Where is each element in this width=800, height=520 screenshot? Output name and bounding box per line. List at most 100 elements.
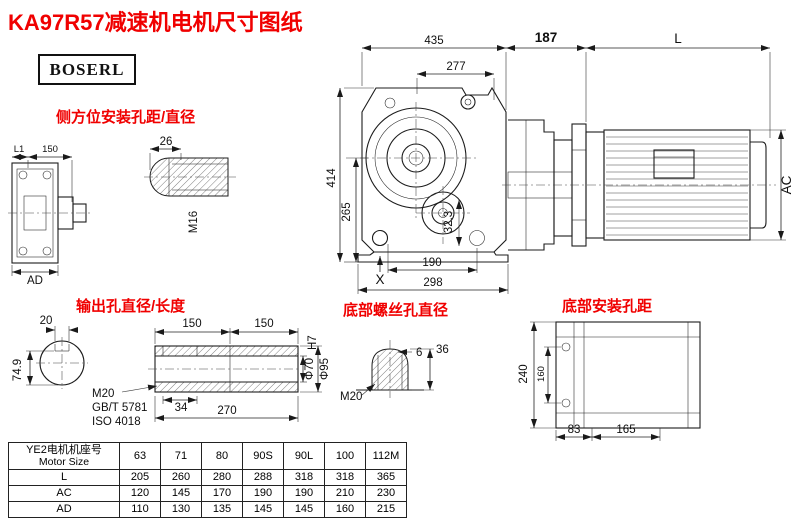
table-cell: 215 [365, 501, 407, 518]
dim-190: 190 [422, 257, 441, 269]
dim-6: 6 [416, 347, 422, 359]
dim-277: 277 [446, 61, 465, 73]
table-cell: 190 [283, 485, 325, 502]
dim-20: 20 [40, 315, 53, 327]
dim-414: 414 [326, 168, 338, 188]
dim-M16: M16 [188, 211, 200, 233]
standard-gbt: GB/T 5781 [92, 402, 147, 414]
table-cell: 318 [283, 469, 325, 486]
dim-265: 265 [341, 202, 353, 221]
dim-74-9: 74.9 [12, 359, 24, 381]
row-label: AC [8, 485, 120, 502]
dim-165: 165 [616, 424, 635, 436]
label-bottom-mount: 底部安装孔距 [562, 298, 653, 315]
table-cell: 120 [119, 485, 161, 502]
bottom-screw-detail: 6 36 M20 [340, 340, 449, 403]
flange-plate [11, 162, 59, 264]
brand-logo: BOSERL [38, 54, 136, 85]
table-cell: 145 [283, 501, 325, 518]
table-cell: 110 [119, 501, 161, 518]
dim-240: 240 [518, 364, 530, 383]
table-cell: 260 [160, 469, 202, 486]
table-cell: 130 [160, 501, 202, 518]
table-header-cell: YE2电机机座号 Motor Size [8, 442, 120, 470]
table-header-cn: YE2电机机座号 [26, 443, 102, 456]
dim-h7-tolerance: H7 [307, 335, 319, 350]
table-row-L: L 205 260 280 288 318 318 365 [8, 469, 407, 486]
mounting-foot [357, 251, 509, 263]
dim-298: 298 [423, 277, 442, 289]
base-outline [555, 321, 701, 429]
mount-pin-detail: 26 M16 [144, 136, 236, 233]
dim-32-3: 32.3 [443, 211, 455, 233]
left-dimensions: 414 265 [326, 87, 374, 263]
dim-AD-side: AD [27, 275, 43, 287]
dim-150-side: 150 [42, 144, 58, 155]
dim-187: 187 [535, 30, 558, 45]
table-row-AD: AD 110 130 135 145 145 160 215 [8, 501, 407, 518]
dim-L: L [674, 31, 682, 46]
lug-bolt-hole [460, 94, 476, 110]
reducer-front-view: 32.3 X 190 298 [357, 86, 509, 294]
dim-phi70: Φ70 [304, 358, 316, 380]
table-cell: 205 [119, 469, 161, 486]
table-cell: 210 [324, 485, 366, 502]
dim-26: 26 [160, 136, 173, 148]
dim-270: 270 [217, 405, 236, 417]
size-col: 112M [365, 442, 407, 470]
side-flange-view: L1 150 AD [8, 144, 92, 287]
table-cell: 160 [324, 501, 366, 518]
dim-150b: 150 [254, 318, 273, 330]
motor-side-view: AC [502, 119, 794, 251]
top-dimensions: 435 277 187 L [361, 30, 771, 138]
size-col: 90S [242, 442, 284, 470]
table-header-en: Motor Size [38, 456, 90, 469]
table-cell: 170 [201, 485, 243, 502]
label-bottom-screw: 底部螺丝孔直径 [343, 302, 449, 319]
size-col: 90L [283, 442, 325, 470]
dim-L1: L1 [14, 144, 25, 155]
size-col: 63 [119, 442, 161, 470]
table-cell: 135 [201, 501, 243, 518]
table-cell: 318 [324, 469, 366, 486]
size-col: 80 [201, 442, 243, 470]
foot-hole-right [469, 230, 485, 246]
table-cell: 145 [242, 501, 284, 518]
dim-AC: AC [779, 175, 794, 194]
table-cell: 280 [201, 469, 243, 486]
row-label: L [8, 469, 120, 486]
adapter-housing [553, 139, 573, 237]
label-side-mount: 侧方位安装孔距/直径 [56, 109, 196, 126]
row-label: AD [8, 501, 120, 518]
dim-36: 36 [436, 344, 449, 356]
dim-83: 83 [568, 424, 581, 436]
size-col: 71 [160, 442, 202, 470]
table-row-AC: AC 120 145 170 190 190 210 230 [8, 485, 407, 502]
table-cell: 145 [160, 485, 202, 502]
dim-34: 34 [175, 402, 188, 414]
table-header-row: YE2电机机座号 Motor Size 63 71 80 90S 90L 100… [8, 442, 407, 470]
table-cell: 365 [365, 469, 407, 486]
label-output-hole: 输出孔直径/长度 [76, 298, 186, 315]
dim-435: 435 [424, 35, 443, 47]
housing-outline [361, 86, 507, 253]
page-title: KA97R57减速机电机尺寸图纸 [8, 10, 303, 35]
dim-M20-output: M20 [92, 388, 114, 400]
dim-phi95: Φ95 [319, 358, 331, 380]
motor-size-table: YE2电机机座号 Motor Size 63 71 80 90S 90L 100… [8, 442, 407, 518]
dim-160: 160 [536, 366, 547, 382]
output-shaft-view: 20 74.9 150 150 34 [12, 315, 331, 428]
dim-M20-screw: M20 [340, 391, 362, 403]
dim-150a: 150 [182, 318, 201, 330]
dim-X: X [375, 272, 384, 287]
bottom-mount-view: 240 160 83 165 [518, 321, 701, 441]
standard-iso: ISO 4018 [92, 416, 141, 428]
base-bolt-hole-bottom [561, 398, 571, 408]
foot-hole-left [371, 229, 389, 247]
table-cell: 288 [242, 469, 284, 486]
motor-nameplate [653, 149, 695, 179]
table-cell: 230 [365, 485, 407, 502]
base-bolt-hole-top [561, 342, 571, 352]
